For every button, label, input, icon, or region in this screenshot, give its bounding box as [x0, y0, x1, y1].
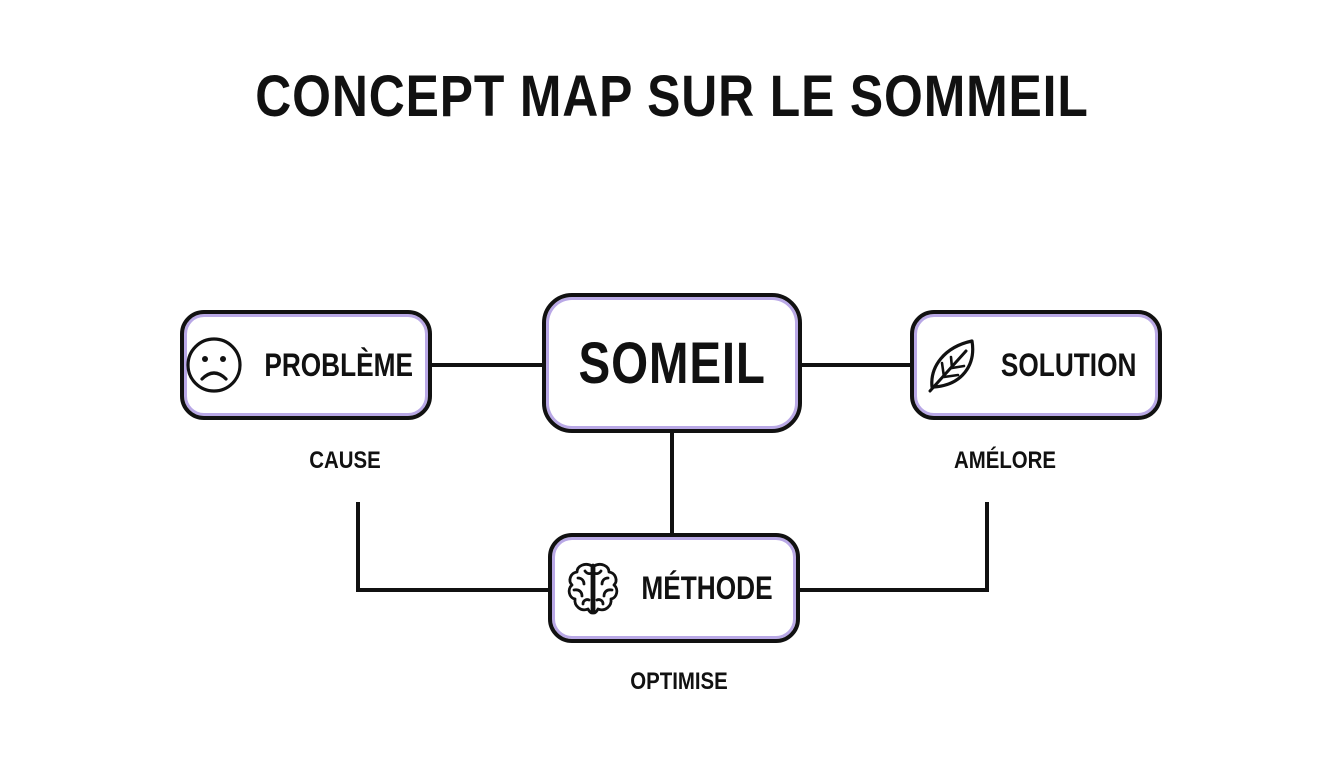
node-someil-label: SOMEIL	[578, 330, 766, 396]
edge-label-cause: CAUSE	[309, 447, 381, 474]
brain-icon	[561, 556, 625, 620]
sad-face-icon	[182, 333, 246, 397]
node-probleme[interactable]: PROBLÈME	[180, 310, 432, 420]
edge-label-ameliore: AMÉLORE	[954, 447, 1056, 474]
connector-ameliore-methode	[796, 502, 989, 592]
node-methode-label: MÉTHODE	[641, 569, 773, 606]
edge-label-optimise: OPTIMISE	[630, 668, 728, 695]
node-solution[interactable]: SOLUTION	[910, 310, 1162, 420]
leaf-icon	[920, 333, 984, 397]
node-methode[interactable]: MÉTHODE	[548, 533, 800, 643]
page-title: CONCEPT MAP SUR LE SOMMEIL	[255, 64, 1089, 129]
node-probleme-label: PROBLÈME	[264, 346, 414, 383]
node-someil[interactable]: SOMEIL	[542, 293, 802, 433]
node-solution-label: SOLUTION	[1001, 346, 1137, 383]
connector-cause-methode	[356, 502, 552, 592]
